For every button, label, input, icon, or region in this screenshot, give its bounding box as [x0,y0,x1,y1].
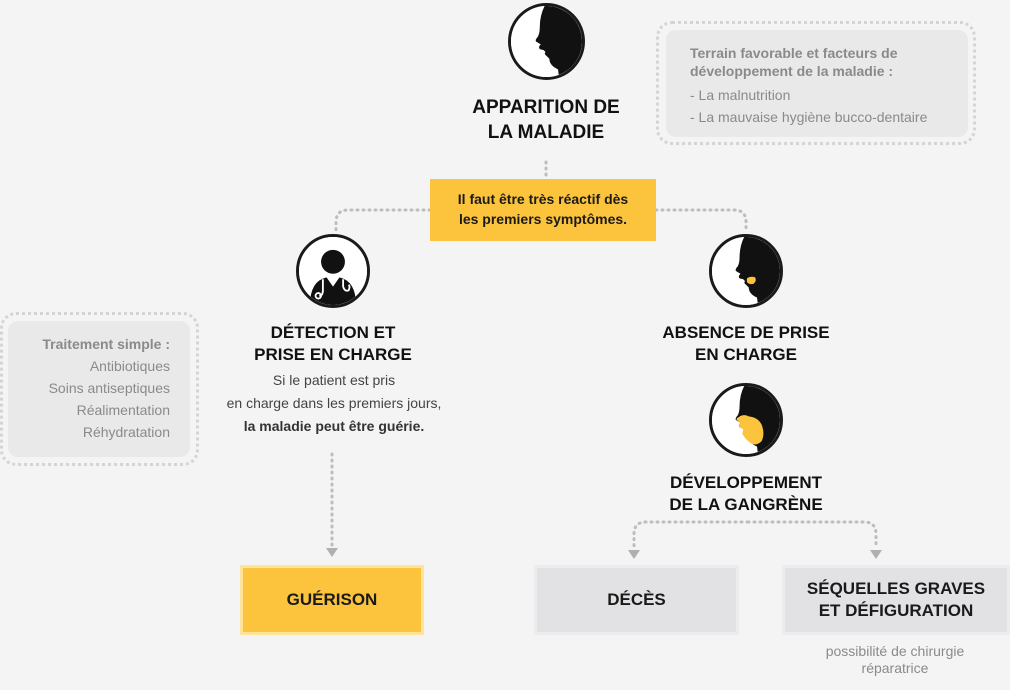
reactivity-callout: Il faut être très réactif dès les premie… [430,179,656,241]
outcome-death: DÉCÈS [534,565,739,635]
connector-gangrene-sequelae [746,520,878,550]
treatment-item: Réalimentation [76,402,170,418]
treatment-item: Antibiotiques [89,358,170,374]
outcome-healing-label: GUÉRISON [286,590,378,609]
outcome-death-label: DÉCÈS [607,590,666,609]
treatment-frame [0,312,199,466]
factors-item: - La malnutrition [690,87,791,103]
treatment-box: Traitement simple : Antibiotiques Soins … [8,321,190,457]
outcome-sequelae-label: SÉQUELLES GRAVES ET DÉFIGURATION [806,579,986,620]
connector-callout-detection [334,208,432,234]
arrow-to-death [628,550,640,559]
treatment-item: Soins antiseptiques [48,380,170,396]
detection-title: DÉTECTION ET PRISE EN CHARGE [254,323,412,364]
outcome-sequelae: SÉQUELLES GRAVES ET DÉFIGURATION [782,565,1010,635]
absence-title: ABSENCE DE PRISE EN CHARGE [662,323,830,364]
doctor-icon [296,234,370,308]
appearance-title: APPARITION DE LA MALADIE [472,97,620,143]
factors-frame [656,21,976,145]
outcome-healing: GUÉRISON [240,565,424,635]
face-profile-icon [508,3,585,80]
gangrene-title: DÉVELOPPEMENT DE LA GANGRÈNE [669,473,823,514]
face-lesion-small-icon [709,234,783,308]
factors-box: Terrain favorable et facteurs de dévelop… [666,30,968,137]
arrow-to-healing [326,548,338,557]
sequelae-note: possibilité de chirurgie réparatrice [825,643,965,676]
treatment-item: Réhydratation [82,424,170,440]
treatment-title: Traitement simple : [42,336,170,352]
connector-callout-absence [654,208,748,234]
arrow-to-sequelae [870,550,882,559]
face-lesion-large-icon [709,383,783,457]
connector-gangrene-death [632,520,750,550]
detection-description: Si le patient est pris en charge dans le… [226,372,442,434]
factors-title: Terrain favorable et facteurs de dévelop… [690,45,898,79]
factors-item: - La mauvaise hygiène bucco-dentaire [690,109,928,125]
